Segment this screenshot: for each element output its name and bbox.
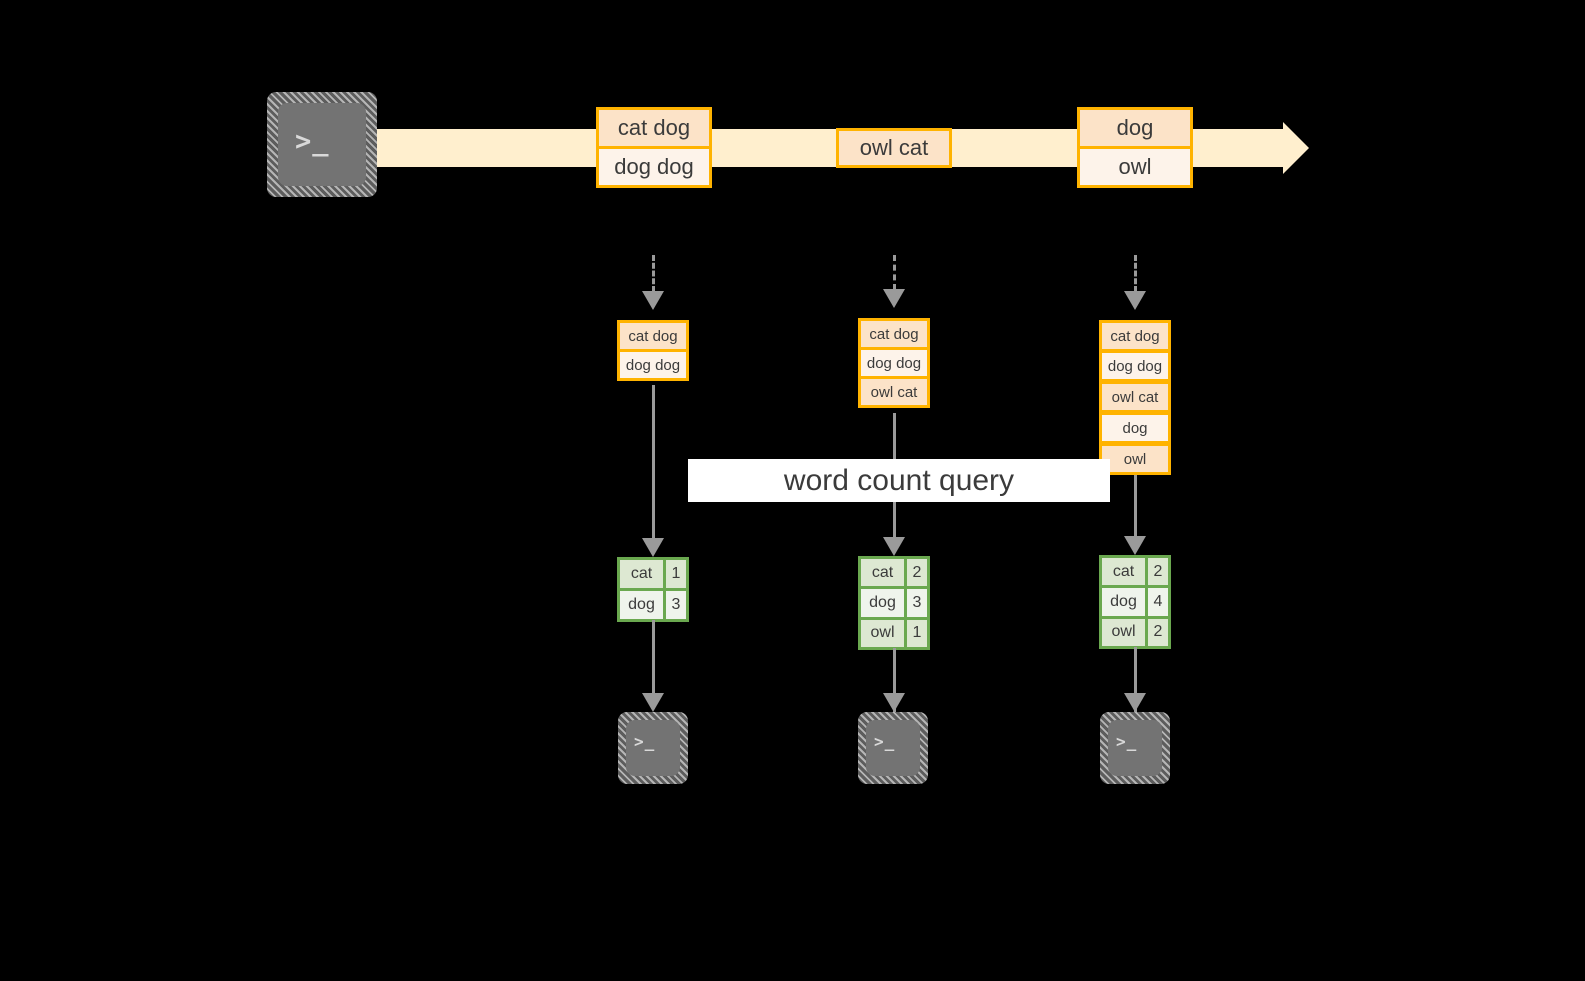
table-row: owl 1	[861, 616, 927, 647]
table-cell-word: dog	[620, 591, 666, 619]
sink-flow-line	[1134, 647, 1137, 720]
table-cell-word: dog	[1102, 588, 1148, 616]
table-row: cat 1	[620, 560, 686, 588]
query-flow-arrowhead	[642, 538, 664, 557]
table-row: cat 2	[861, 559, 927, 587]
terminal-prompt-glyph: >_	[874, 732, 896, 751]
snapshot-row: owl cat	[858, 376, 930, 408]
table-cell-count: 1	[907, 619, 927, 647]
sink-terminal-icon[interactable]: >_	[618, 712, 688, 784]
sink-terminal-icon[interactable]: >_	[1100, 712, 1170, 784]
table-row: dog 3	[620, 588, 686, 619]
sink-flow-arrowhead	[883, 693, 905, 712]
stream-record-line: cat dog	[596, 107, 712, 149]
terminal-face	[866, 720, 920, 776]
stream-record-line: dog dog	[596, 146, 712, 188]
table-row: dog 4	[1102, 585, 1168, 616]
stream-arrowhead	[1283, 122, 1309, 174]
terminal-prompt-glyph: >_	[1116, 732, 1138, 751]
source-terminal-icon[interactable]: >_	[267, 92, 377, 197]
snapshot-row: owl	[1099, 443, 1171, 475]
snapshot-row: dog	[1099, 412, 1171, 444]
table-cell-word: cat	[861, 559, 907, 587]
sink-flow-arrowhead	[1124, 693, 1146, 712]
word-count-table: cat 2 dog 3 owl 1	[858, 556, 930, 650]
terminal-face	[278, 103, 366, 186]
snapshot-trigger-arrowhead	[883, 289, 905, 308]
snapshot-row: owl cat	[1099, 381, 1171, 413]
table-cell-word: cat	[620, 560, 666, 588]
table-cell-word: owl	[1102, 618, 1148, 646]
table-cell-word: cat	[1102, 558, 1148, 586]
snapshot-trigger-arrowhead	[1124, 291, 1146, 310]
table-cell-count: 4	[1148, 588, 1168, 616]
snapshot-row: cat dog	[617, 320, 689, 352]
snapshot-trigger-line	[893, 255, 896, 290]
query-flow-arrowhead	[883, 537, 905, 556]
sink-terminal-icon[interactable]: >_	[858, 712, 928, 784]
table-row: owl 2	[1102, 615, 1168, 646]
table-row: dog 3	[861, 586, 927, 617]
table-cell-word: dog	[861, 589, 907, 617]
snapshot-trigger-line	[652, 255, 655, 292]
snapshot-trigger-line	[1134, 255, 1137, 292]
sink-flow-line	[652, 620, 655, 695]
terminal-prompt-glyph: >_	[634, 732, 656, 751]
table-cell-count: 2	[907, 559, 927, 587]
query-flow-line	[652, 385, 655, 540]
stream-record-line: owl cat	[836, 128, 952, 168]
terminal-prompt-glyph: >_	[295, 126, 330, 157]
sink-flow-line	[893, 648, 896, 720]
query-flow-arrowhead	[1124, 536, 1146, 555]
sink-flow-arrowhead	[642, 693, 664, 712]
word-count-table: cat 2 dog 4 owl 2	[1099, 555, 1171, 649]
query-flow-line	[1134, 474, 1137, 539]
terminal-face	[626, 720, 680, 776]
snapshot-row: dog dog	[858, 347, 930, 379]
snapshot-row: cat dog	[1099, 320, 1171, 352]
table-cell-count: 2	[1148, 618, 1168, 646]
query-label: word count query	[688, 459, 1110, 502]
table-cell-count: 3	[907, 589, 927, 617]
terminal-face	[1108, 720, 1162, 776]
snapshot-trigger-arrowhead	[642, 291, 664, 310]
table-row: cat 2	[1102, 558, 1168, 586]
snapshot-row: dog dog	[617, 349, 689, 381]
table-cell-count: 2	[1148, 558, 1168, 586]
table-cell-word: owl	[861, 619, 907, 647]
snapshot-row: cat dog	[858, 318, 930, 350]
table-cell-count: 1	[666, 560, 686, 588]
stream-record-line: dog	[1077, 107, 1193, 149]
snapshot-row: dog dog	[1099, 350, 1171, 382]
stream-record-line: owl	[1077, 146, 1193, 188]
word-count-table: cat 1 dog 3	[617, 557, 689, 622]
table-cell-count: 3	[666, 591, 686, 619]
